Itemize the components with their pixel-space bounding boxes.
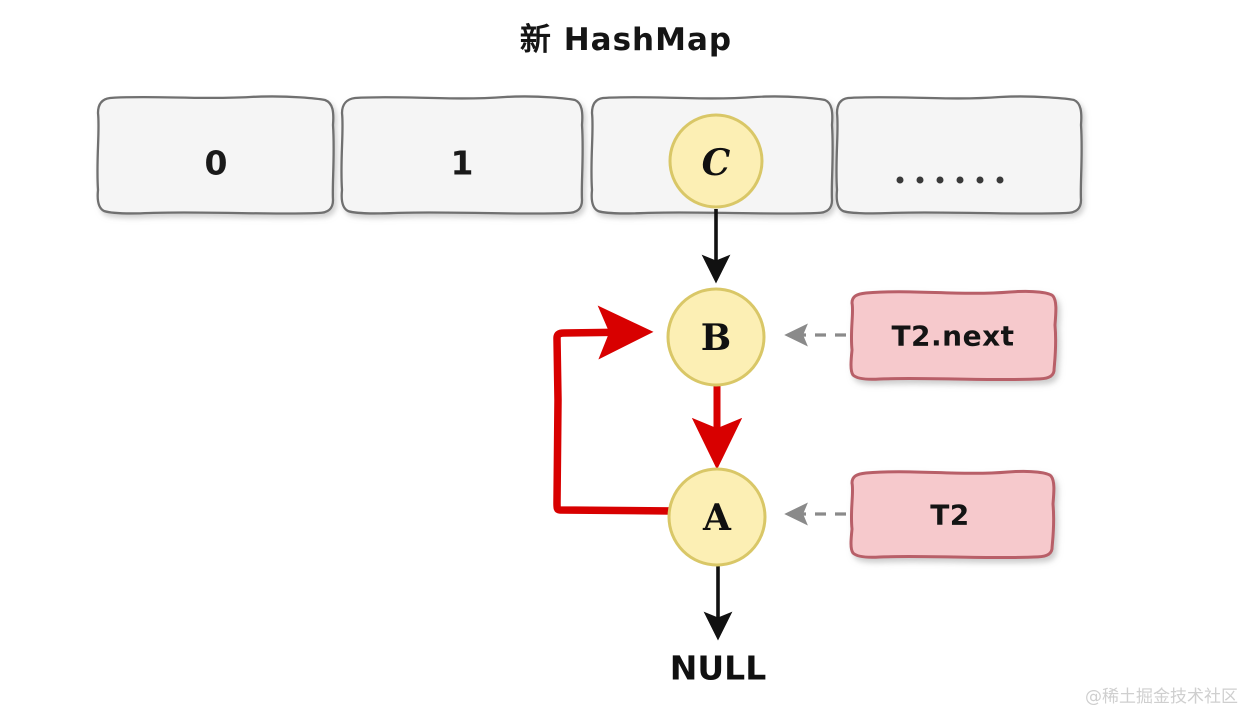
bucket-slot-0[interactable] (96, 95, 335, 215)
node-circle-a[interactable] (667, 467, 767, 567)
ellipsis-dot (936, 176, 944, 184)
ellipsis-dot (916, 176, 924, 184)
tag-label-t2: T2 (930, 498, 970, 532)
node-label-b: B (700, 317, 732, 359)
bucket-slot-3-ellipsis (896, 176, 1004, 184)
node-label-a: A (703, 497, 731, 539)
tag-label-t2next: T2.next (891, 319, 1015, 353)
node-circle-c[interactable] (668, 113, 764, 209)
ellipsis-dot (976, 176, 984, 184)
null-terminator-label: NULL (669, 648, 767, 688)
watermark: @稀土掘金技术社区 (1085, 687, 1238, 707)
ellipsis-dot (956, 176, 964, 184)
node-label-c: C (701, 142, 731, 184)
page-title: 新 HashMap (519, 22, 733, 58)
ellipsis-dot (896, 176, 904, 184)
tag-box-t2next[interactable] (849, 289, 1058, 382)
tag-box-t2[interactable] (849, 469, 1056, 560)
bucket-slot-3[interactable] (835, 95, 1083, 215)
ellipsis-dot (996, 176, 1004, 184)
bucket-slot-1-label: 1 (450, 143, 474, 183)
node-circle-b[interactable] (666, 287, 766, 387)
link-a-to-b-loop (553, 305, 676, 515)
bucket-slot-1[interactable] (340, 95, 584, 215)
bucket-slot-0-label: 0 (204, 143, 228, 183)
